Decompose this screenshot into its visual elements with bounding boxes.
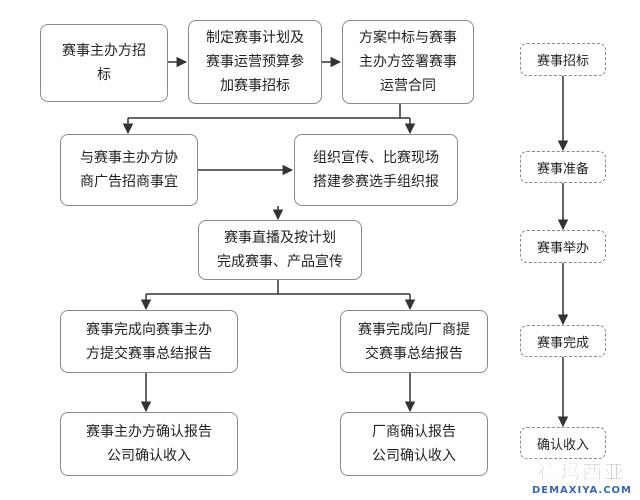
stage-revenue-label: 确认收入 (536, 437, 589, 453)
node-win-contract: 方案中标与赛事 主办方签署赛事 运营合同 (342, 20, 474, 104)
node-promotion-setup: 组织宣传、比赛现场 搭建参赛选手组织报 (294, 134, 458, 206)
node-broadcast-event-label: 赛事直播及按计划 完成赛事、产品宣传 (217, 230, 343, 270)
stage-tender: 赛事招标 (520, 43, 606, 76)
node-promotion-setup-label: 组织宣传、比赛现场 搭建参赛选手组织报 (313, 150, 439, 190)
node-report-vendor-label: 赛事完成向厂商提 交赛事总结报告 (358, 321, 470, 362)
node-vendor-confirm-label: 厂商确认报告 公司确认收入 (372, 424, 456, 464)
stage-preparation: 赛事准备 (520, 151, 606, 183)
node-win-contract-label: 方案中标与赛事 主办方签署赛事 运营合同 (359, 30, 457, 94)
node-plan-budget-label: 制定赛事计划及 赛事运营预算参 加赛事招标 (206, 30, 304, 94)
watermark-logo: 德玛西亚 DEMAXIYA.COM (532, 456, 632, 496)
node-vendor-confirm: 厂商确认报告 公司确认收入 (340, 412, 488, 476)
stage-hosting-label: 赛事举办 (536, 241, 589, 256)
watermark-text: 德玛西亚 (537, 460, 626, 485)
stage-revenue: 确认收入 (520, 427, 606, 459)
node-ad-sponsorship: 与赛事主办方协 商广告招商事宜 (60, 134, 198, 206)
node-plan-budget: 制定赛事计划及 赛事运营预算参 加赛事招标 (188, 20, 322, 104)
watermark-domain: DEMAXIYA.COM (531, 485, 632, 496)
stage-preparation-label: 赛事准备 (536, 161, 589, 177)
node-tender: 赛事主办方招 标 (40, 24, 168, 102)
node-ad-sponsorship-label: 与赛事主办方协 商广告招商事宜 (80, 150, 178, 190)
node-report-vendor: 赛事完成向厂商提 交赛事总结报告 (340, 310, 488, 373)
node-report-organizer: 赛事完成向赛事主办 方提交赛事总结报告 (60, 310, 238, 373)
node-organizer-confirm-label: 赛事主办方确认报告 公司确认收入 (86, 424, 212, 464)
stage-completion-label: 赛事完成 (536, 335, 589, 351)
stage-tender-label: 赛事招标 (536, 54, 589, 69)
stage-hosting: 赛事举办 (520, 230, 606, 263)
node-tender-label: 赛事主办方招 标 (62, 43, 146, 83)
node-report-organizer-label: 赛事完成向赛事主办 方提交赛事总结报告 (86, 321, 212, 362)
node-broadcast-event: 赛事直播及按计划 完成赛事、产品宣传 (198, 220, 362, 280)
stage-completion: 赛事完成 (520, 325, 606, 357)
node-organizer-confirm: 赛事主办方确认报告 公司确认收入 (60, 412, 238, 476)
